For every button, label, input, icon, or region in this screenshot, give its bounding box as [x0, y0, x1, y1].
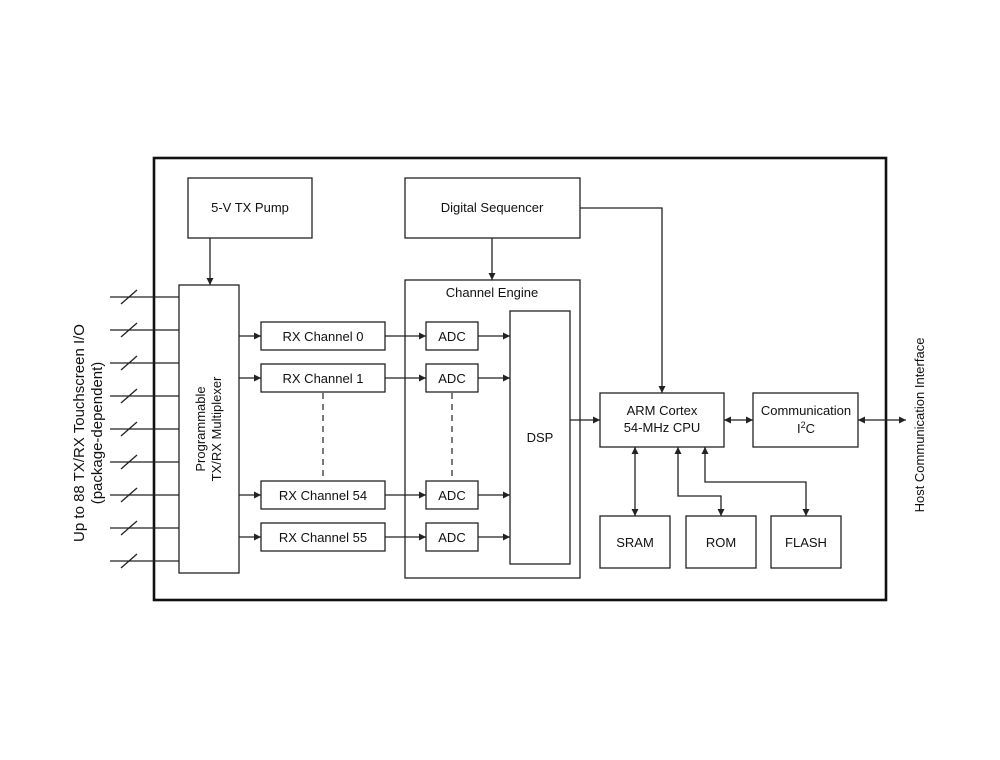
sram-label: SRAM	[616, 535, 654, 550]
mux-label-line2: TX/RX Multiplexer	[209, 376, 224, 481]
sram-block	[599, 515, 671, 569]
adc-block-55	[425, 522, 479, 552]
rom-block	[685, 515, 757, 569]
mux-label-line1: Programmable	[193, 386, 208, 471]
cpu-label-line2: 54-MHz CPU	[624, 420, 701, 435]
adc-label-1: ADC	[438, 371, 465, 386]
cpu-block	[599, 392, 725, 448]
left-io-sublabel: (package-dependent)	[89, 362, 106, 505]
rx-channel-55-label: RX Channel 55	[279, 530, 367, 545]
flash-block	[770, 515, 842, 569]
host-interface-label: Host Communication Interface	[912, 338, 927, 513]
io-bus-lines	[110, 289, 179, 569]
communication-label-line2: I2C	[797, 420, 815, 436]
adc-label-0: ADC	[438, 329, 465, 344]
rx-channel-54-block	[260, 480, 386, 510]
rom-label: ROM	[706, 535, 736, 550]
cpu-label-line1: ARM Cortex	[627, 403, 698, 418]
adc-label-55: ADC	[438, 530, 465, 545]
dsp-block	[509, 310, 571, 565]
rx-channel-0-label: RX Channel 0	[283, 329, 364, 344]
rx-channel-1-label: RX Channel 1	[283, 371, 364, 386]
channel-engine-label: Channel Engine	[446, 285, 539, 300]
dsp-label: DSP	[527, 430, 554, 445]
left-io-label: Up to 88 TX/RX Touchscreen I/O	[71, 324, 88, 542]
adc-label-54: ADC	[438, 488, 465, 503]
digital-sequencer-label: Digital Sequencer	[441, 200, 544, 215]
communication-block	[752, 392, 859, 448]
tx-pump-label: 5-V TX Pump	[211, 200, 289, 215]
connections	[206, 207, 906, 541]
flash-label: FLASH	[785, 535, 827, 550]
digital-sequencer-block	[404, 177, 581, 239]
mux-block	[178, 284, 240, 574]
rx-channel-54-label: RX Channel 54	[279, 488, 367, 503]
communication-label-line1: Communication	[761, 403, 851, 418]
tx-pump-block	[187, 177, 313, 239]
